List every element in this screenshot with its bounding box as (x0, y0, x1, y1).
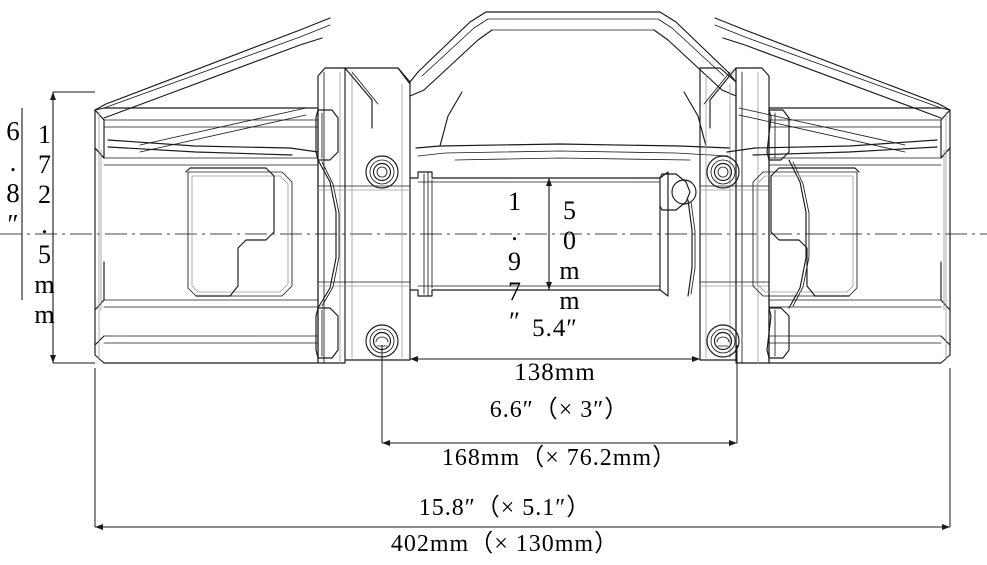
dim-overall-width (94, 368, 951, 530)
dim-drum-width-inch: 5.4″ (532, 315, 578, 342)
center-hood (409, 11, 737, 161)
left-mount-flange (315, 67, 411, 364)
left-housing (94, 17, 331, 364)
dim-bolt-pattern-inch: 6.6″（× 3″） (489, 397, 630, 423)
dim-drum-width (409, 290, 701, 362)
dim-overall-height-inch: 6.8″ (0, 116, 28, 240)
dim-drum-diameter-inch: 1.97″ (500, 187, 529, 337)
dim-overall-height-mm: 172.5mm (30, 120, 59, 330)
bolt-hole-upper-left (365, 155, 399, 189)
dim-drum-diameter (546, 178, 552, 290)
clutch-knob (659, 173, 697, 297)
dim-drum-width-mm: 138mm (514, 359, 596, 386)
dim-bolt-pattern-mm: 168mm（× 76.2mm） (441, 445, 678, 471)
dim-overall-height (21, 91, 95, 364)
right-bolt-holes (706, 155, 740, 358)
right-housing (714, 17, 951, 364)
bolt-hole-lower-right (706, 324, 740, 358)
cable-drum (409, 171, 669, 297)
bolt-hole-upper-right (706, 155, 740, 189)
dim-drum-diameter-mm: 50mm (555, 196, 584, 316)
dim-overall-width-inch: 15.8″（× 5.1″） (418, 495, 592, 521)
dim-bolt-pattern (381, 345, 738, 446)
dim-overall-width-mm: 402mm（× 130mm） (390, 531, 620, 557)
